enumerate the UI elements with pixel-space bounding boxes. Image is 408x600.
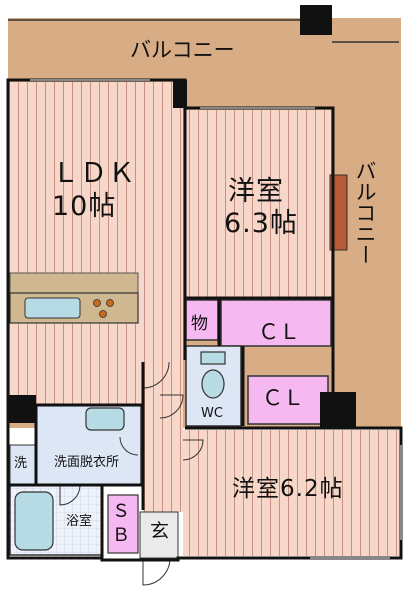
- entrance-area: [139, 511, 179, 559]
- door-swing: [59, 484, 81, 506]
- washing-machine-label: 洗: [14, 456, 28, 471]
- stove-burner: [93, 299, 101, 307]
- western-room-2-floor: [183, 430, 401, 556]
- ldk-floor: [10, 82, 183, 420]
- structural-column: [8, 395, 36, 423]
- closet-1-area: [220, 299, 332, 347]
- hallway-floor: [143, 362, 183, 512]
- western-room-1-name: 洋室: [228, 176, 284, 207]
- kitchen-counter: [9, 272, 139, 294]
- toilet: [201, 369, 225, 399]
- structural-column: [173, 80, 187, 108]
- western-room-2-label: 洋室6.2帖: [232, 476, 344, 502]
- washbasin: [85, 407, 125, 431]
- ldk-name: ＬＤＫ: [52, 158, 136, 189]
- bathroom-label: 浴室: [66, 514, 93, 529]
- balcony-top-label: バルコニー: [130, 38, 235, 62]
- western-room-1-size: 6.3帖: [224, 208, 298, 239]
- door-swing: [159, 394, 184, 419]
- stove-burner: [106, 299, 114, 307]
- closet-2-label: ＣＬ: [262, 386, 304, 410]
- western-room-1-floor: [186, 110, 331, 298]
- ldk-size: 10帖: [52, 191, 117, 222]
- entrance-label: 玄: [150, 520, 170, 542]
- washing-machine-area: [9, 444, 37, 486]
- door-swing: [142, 557, 171, 586]
- closet-2-area: [247, 375, 329, 425]
- door-swing: [119, 436, 139, 456]
- stove-burner: [99, 310, 107, 318]
- structural-column: [320, 392, 356, 428]
- bathtub: [14, 491, 54, 551]
- kitchen-sink: [24, 297, 81, 319]
- wc-label: WC: [201, 406, 223, 421]
- shoe-box-area: [107, 494, 139, 554]
- closet-1-label: ＣＬ: [258, 320, 300, 344]
- dressing-room-label: 洗面脱衣所: [54, 455, 120, 470]
- shoe-box-label: ＳＢ: [112, 501, 130, 546]
- door-swing: [182, 439, 204, 461]
- storage-label: 物: [191, 314, 208, 334]
- balcony-right-label: バルコニー: [353, 160, 377, 265]
